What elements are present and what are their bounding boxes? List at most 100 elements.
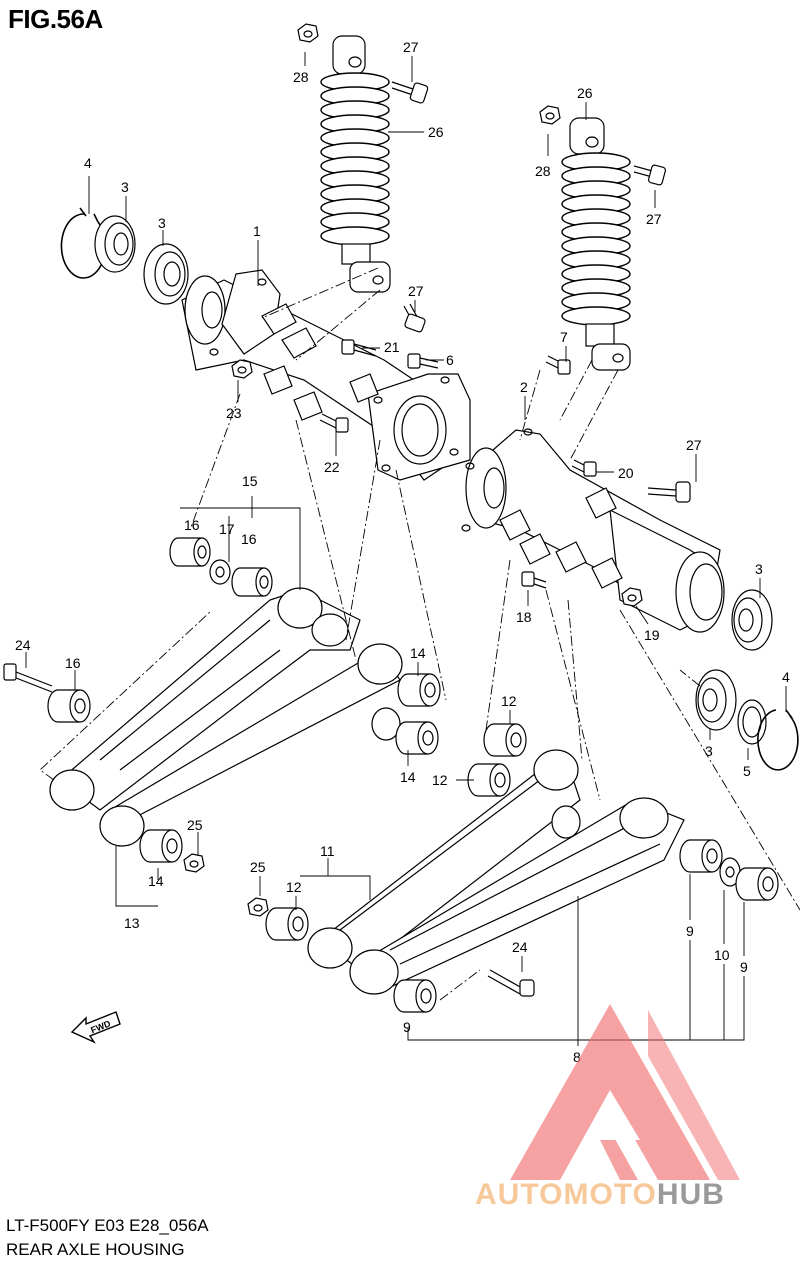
callout-14: 14 (400, 769, 416, 785)
bolt-20 (571, 459, 597, 477)
callout-12: 12 (286, 879, 302, 895)
callout-27: 27 (403, 39, 419, 55)
callout-25: 25 (250, 859, 266, 875)
bolt-18 (521, 571, 547, 589)
callout-6: 6 (446, 352, 454, 368)
callout-9: 9 (740, 959, 748, 975)
bushing-9-c (393, 979, 437, 1013)
callout-3: 3 (121, 179, 129, 195)
lower-arm-11 (307, 749, 581, 971)
bushing-16-c (47, 689, 91, 723)
bolt-21 (341, 339, 377, 357)
callout-3: 3 (705, 743, 713, 759)
bolt-24-right (487, 969, 535, 997)
callout-25: 25 (187, 817, 203, 833)
bearing-3-right-lower (695, 669, 737, 731)
nut-28-left (297, 23, 319, 43)
callout-4: 4 (782, 669, 790, 685)
callout-16: 16 (65, 655, 81, 671)
callout-27: 27 (686, 437, 702, 453)
callout-9: 9 (403, 1019, 411, 1035)
bushing-14-c (139, 829, 183, 863)
callout-8: 8 (573, 1049, 581, 1065)
callout-19: 19 (644, 627, 660, 643)
wordmark-moto: MOTO (563, 1178, 657, 1211)
left-shock-spring (320, 72, 390, 246)
bolt-22 (319, 413, 349, 433)
bushing-16-b (231, 567, 273, 597)
wordmark-hub: HUB (656, 1178, 725, 1211)
callout-12: 12 (501, 693, 517, 709)
callout-14: 14 (148, 873, 164, 889)
callout-16: 16 (241, 531, 257, 547)
wordmark-auto: AUTO (475, 1178, 564, 1211)
nut-23 (231, 359, 253, 379)
rear-axle-housing-left (181, 269, 471, 481)
snap-ring-4-lower (757, 709, 799, 771)
callout-17: 17 (219, 521, 235, 537)
callout-27: 27 (408, 283, 424, 299)
callout-26: 26 (428, 124, 444, 140)
callout-13: 13 (124, 915, 140, 931)
fwd-arrow-icon: FWD (70, 1011, 121, 1044)
callout-12: 12 (432, 772, 448, 788)
callout-14: 14 (410, 645, 426, 661)
callout-11: 11 (320, 843, 335, 859)
callout-24: 24 (512, 939, 528, 955)
bushing-9-b (735, 867, 779, 901)
callout-28: 28 (535, 163, 551, 179)
callout-1: 1 (253, 223, 261, 239)
figure-description: REAR AXLE HOUSING (6, 1240, 185, 1259)
right-shock-absorber (561, 117, 631, 371)
callout-numbers: 4 3 3 1 28 27 26 26 28 27 27 21 6 23 22 … (15, 39, 790, 1065)
callout-18: 18 (516, 609, 532, 625)
callout-27: 27 (646, 211, 662, 227)
bushing-14-b (395, 721, 439, 755)
automotohub-logo-icon (510, 1004, 740, 1180)
right-shock-spring (561, 152, 631, 326)
callout-3: 3 (158, 215, 166, 231)
nut-25-right (247, 897, 269, 917)
callout-5: 5 (743, 763, 751, 779)
callout-2: 2 (520, 379, 528, 395)
callout-24: 24 (15, 637, 31, 653)
figure-title: FIG.56A (8, 4, 103, 34)
callout-10: 10 (714, 947, 730, 963)
callout-leaders (25, 52, 787, 1046)
callout-26: 26 (577, 85, 593, 101)
callout-3: 3 (755, 561, 763, 577)
bolt-6 (407, 353, 439, 369)
bushing-12-b (467, 763, 511, 797)
rear-axle-housing-right (461, 428, 725, 633)
bushing-12-a (483, 723, 527, 757)
bolt-27-right (647, 481, 691, 503)
nut-28-right (539, 105, 561, 125)
upper-arm-left (49, 587, 403, 847)
bushing-12-c (265, 907, 309, 941)
bushing-16-a (169, 537, 211, 567)
callout-20: 20 (618, 465, 634, 481)
bolt-27-mid (403, 303, 426, 333)
left-shock-absorber (320, 35, 391, 293)
callout-4: 4 (84, 155, 92, 171)
callout-9: 9 (686, 923, 694, 939)
callout-21: 21 (384, 339, 400, 355)
callout-22: 22 (324, 459, 340, 475)
bushing-14-a (397, 673, 441, 707)
bolt-27-top-left (391, 81, 429, 104)
callout-23: 23 (226, 405, 242, 421)
nut-25-left (183, 853, 205, 873)
bushing-9-a (679, 839, 723, 873)
model-code: LT-F500FY E03 E28_056A (6, 1216, 209, 1235)
callout-15: 15 (242, 473, 258, 489)
washer-17 (209, 559, 231, 585)
nut-19 (621, 587, 643, 607)
callout-7: 7 (560, 329, 568, 345)
callout-28: 28 (293, 69, 309, 85)
automotohub-wordmark: AUTOMOTOHUB (475, 1178, 725, 1212)
bolt-27-top-right (633, 164, 667, 186)
bearing-3-right-upper (731, 589, 773, 651)
assembly-lines (39, 267, 800, 1001)
bolt-7 (545, 355, 571, 375)
